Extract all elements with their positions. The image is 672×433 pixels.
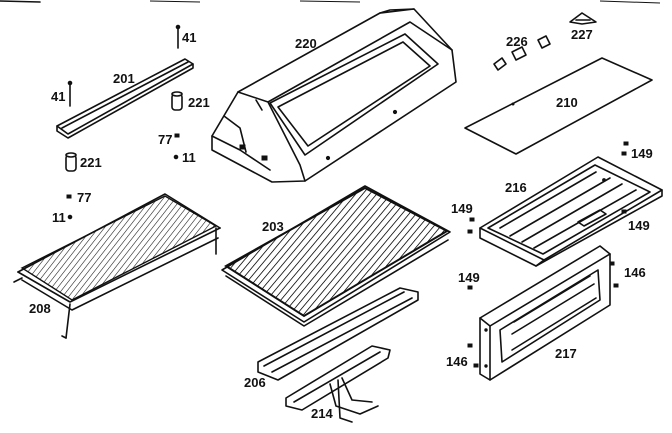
burner-part	[285, 345, 391, 423]
heat-shield-part	[257, 287, 419, 381]
label-hood: 220	[295, 36, 317, 51]
label-handle: 201	[113, 71, 135, 86]
label-heat-shield: 206	[244, 375, 266, 390]
label-fastener-c: 149	[628, 218, 650, 233]
label-panel-upper: 216	[505, 180, 527, 195]
label-fastener-a: 149	[631, 146, 653, 161]
label-screw-left: 41	[51, 89, 65, 104]
label-panel-lower: 217	[555, 346, 577, 361]
label-bracket: 227	[571, 27, 593, 42]
plate-part	[464, 57, 653, 155]
label-fastener-b: 149	[451, 201, 473, 216]
cropped-top-edge	[0, 0, 661, 4]
upper-panel-part	[479, 156, 663, 267]
label-spacer-left: 221	[80, 155, 102, 170]
spacer-top	[171, 91, 183, 111]
label-cooking-grid: 203	[262, 219, 284, 234]
hood-part	[211, 8, 457, 183]
label-screw-top: 41	[182, 30, 196, 45]
label-fastener-e: 146	[624, 265, 646, 280]
nut-top	[173, 154, 179, 160]
label-spacer-top: 221	[188, 95, 210, 110]
label-clip-pair: 226	[506, 34, 528, 49]
bracket-part	[569, 12, 597, 25]
bolt-top	[174, 133, 180, 138]
screw-left	[67, 80, 73, 107]
spacer-left	[65, 152, 77, 172]
label-burner: 214	[311, 406, 333, 421]
lower-panel-part	[479, 245, 611, 381]
label-nut-top: 11	[182, 150, 196, 165]
label-fastener-d: 149	[458, 270, 480, 285]
label-plate: 210	[556, 95, 578, 110]
warming-rack-part	[13, 193, 221, 339]
nut-left	[67, 214, 73, 220]
label-warming-rack: 208	[29, 301, 51, 316]
bolt-left	[66, 194, 72, 199]
label-nut-left: 11	[52, 210, 66, 225]
screw-top	[175, 24, 181, 49]
fastener-marks	[467, 141, 629, 368]
label-bolt-left: 77	[77, 190, 91, 205]
label-fastener-f: 146	[446, 354, 468, 369]
clip-pair-part	[493, 35, 551, 71]
label-bolt-top: 77	[158, 132, 172, 147]
handle-part	[56, 58, 194, 139]
cooking-grid-part	[221, 185, 451, 327]
